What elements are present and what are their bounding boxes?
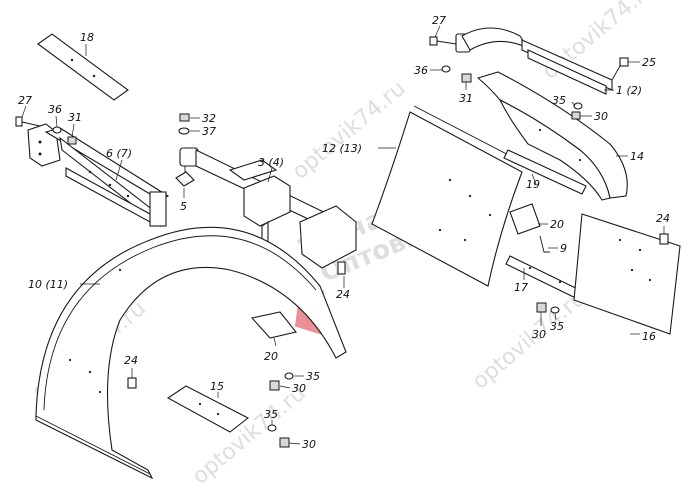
label-1-2: 1 (2): [616, 84, 642, 97]
watermark-site-4: optovik74.ru: [468, 286, 591, 395]
part-35-washer-top: [573, 102, 583, 110]
label-12-13: 12 (13): [322, 142, 362, 155]
label-36-left: 36: [48, 103, 62, 116]
label-27-left: 27: [18, 94, 32, 107]
label-37: 37: [202, 125, 216, 138]
label-20-right: 20: [550, 218, 564, 231]
part-3-mudguard-arm: [179, 147, 357, 269]
label-5: 5: [180, 200, 187, 213]
label-31-top: 31: [459, 92, 473, 105]
label-31-left: 31: [68, 111, 82, 124]
part-27-bolt-top: [429, 36, 457, 46]
label-10-11: 10 (11): [28, 278, 68, 291]
part-27-bolt-left: [15, 116, 41, 127]
part-12-rear-panel: [371, 105, 527, 287]
part-9-pin: [539, 235, 550, 253]
label-24-right: 24: [656, 212, 670, 225]
label-27-top: 27: [432, 14, 446, 27]
part-19-strip: [503, 149, 587, 195]
part-30-nut-mid: [269, 380, 280, 391]
label-30-right: 30: [532, 328, 546, 341]
part-30-nut-top: [571, 111, 581, 120]
part-35-washer-mid: [284, 372, 294, 380]
part-6-bracket: [27, 123, 170, 228]
part-20-small-plate-fender: [250, 311, 297, 339]
label-20-fender: 20: [264, 350, 278, 363]
label-32: 32: [202, 112, 216, 125]
label-9: 9: [560, 242, 567, 255]
label-17: 17: [514, 281, 528, 294]
part-30-nut-bottom: [279, 437, 290, 448]
part-25-bolt: [611, 57, 629, 81]
part-24-bolt-right: [659, 233, 669, 245]
part-20-small-plate-right: [509, 203, 541, 235]
label-24-fender: 24: [124, 354, 138, 367]
part-35-washer-bottom: [267, 424, 277, 432]
part-24-bolt-center: [337, 261, 346, 275]
part-35-washer-right: [550, 306, 560, 314]
part-15-bottom-plate: [166, 385, 250, 433]
label-30-top: 30: [594, 110, 608, 123]
part-5-clip: [175, 164, 195, 187]
label-30-bottom: 30: [302, 438, 316, 451]
label-36-top: 36: [414, 64, 428, 77]
label-15: 15: [210, 380, 224, 393]
part-36-washer-top: [441, 65, 451, 73]
label-3-4: 3 (4): [258, 156, 284, 169]
label-35-right: 35: [550, 320, 564, 333]
part-10-main-fender: [35, 226, 347, 480]
label-30-mid: 30: [292, 382, 306, 395]
callout-labels: 18 27 36 31 6 (7) 32 37 3 (4) 5 12 (13) …: [18, 14, 670, 451]
part-36-washer-left: [52, 126, 62, 134]
part-31-nut-top: [461, 73, 472, 83]
label-16: 16: [642, 330, 656, 343]
part-31-nut-left: [67, 136, 77, 145]
part-37-washer: [178, 127, 190, 135]
label-35-top: 35: [552, 94, 566, 107]
label-25: 25: [642, 56, 656, 69]
label-18: 18: [80, 31, 94, 44]
part-30-nut-right: [536, 302, 547, 313]
label-35-mid: 35: [306, 370, 320, 383]
label-24-center: 24: [336, 288, 350, 301]
leader-lines: [21, 25, 665, 445]
part-18-plate: [37, 33, 129, 101]
label-14: 14: [630, 150, 644, 163]
part-1-support-bracket: [455, 27, 613, 95]
part-16-side-plate: [573, 213, 681, 335]
label-19: 19: [526, 178, 540, 191]
label-6-7: 6 (7): [106, 147, 132, 160]
part-32-nut: [179, 113, 190, 122]
part-24-bolt-fender: [127, 377, 137, 389]
watermark-site-3: optovik74.ru: [538, 0, 661, 85]
label-35-bottom: 35: [264, 408, 278, 421]
